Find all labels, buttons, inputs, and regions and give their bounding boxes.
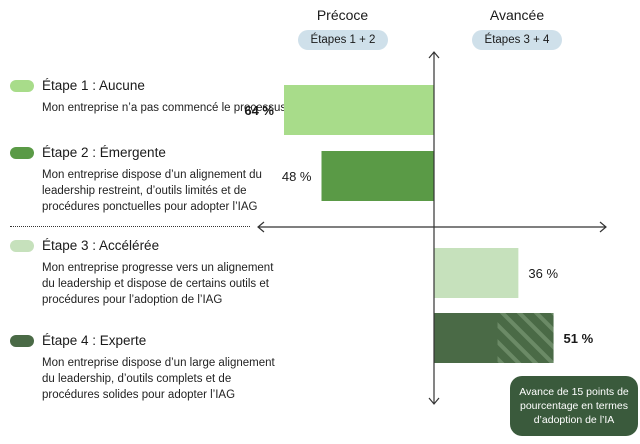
callout-avance: Avance de 15 points de pourcentage en te…	[510, 376, 638, 436]
legend-swatch-2	[10, 147, 34, 159]
bar-label-3: 36 %	[528, 266, 558, 281]
axis-arrow-bottom	[428, 397, 440, 405]
header-avancee: Avancée	[489, 7, 545, 23]
legend-title-3: Étape 3 : Accélérée	[42, 238, 160, 253]
legend-desc-3: Mon entreprise progresse vers un alignem…	[42, 262, 274, 306]
legend-desc-4: Mon entreprise dispose d’un large aligne…	[42, 357, 275, 401]
axis-arrow-top	[428, 51, 440, 59]
legend-title-4: Étape 4 : Experte	[42, 333, 147, 348]
legend-swatch-4	[10, 335, 34, 347]
bar-4-hatch	[497, 313, 554, 363]
legend-title-1: Étape 1 : Aucune	[42, 78, 145, 93]
bar-3	[434, 248, 519, 298]
pill-etapes-3-4: Étapes 3 + 4	[472, 30, 562, 50]
section-divider	[10, 226, 250, 227]
pill-etapes-1-2: Étapes 1 + 2	[298, 30, 388, 50]
legend-swatch-1	[10, 80, 34, 92]
bar-label-2: 48 %	[282, 169, 312, 184]
axis-arrow-right	[599, 221, 607, 233]
legend-swatch-3	[10, 240, 34, 252]
legend-title-2: Étape 2 : Émergente	[42, 145, 166, 160]
legend-desc-1: Mon entreprise n’a pas commencé le proce…	[42, 102, 287, 114]
bar-label-1: 64 %	[244, 103, 274, 118]
axis-arrow-left	[257, 221, 265, 233]
header-precoce: Précoce	[316, 7, 369, 23]
bar-2	[321, 151, 434, 201]
bar-label-4: 51 %	[564, 331, 594, 346]
bar-1	[284, 85, 434, 135]
legend-desc-2: Mon entreprise dispose d’un alignement d…	[42, 169, 262, 213]
